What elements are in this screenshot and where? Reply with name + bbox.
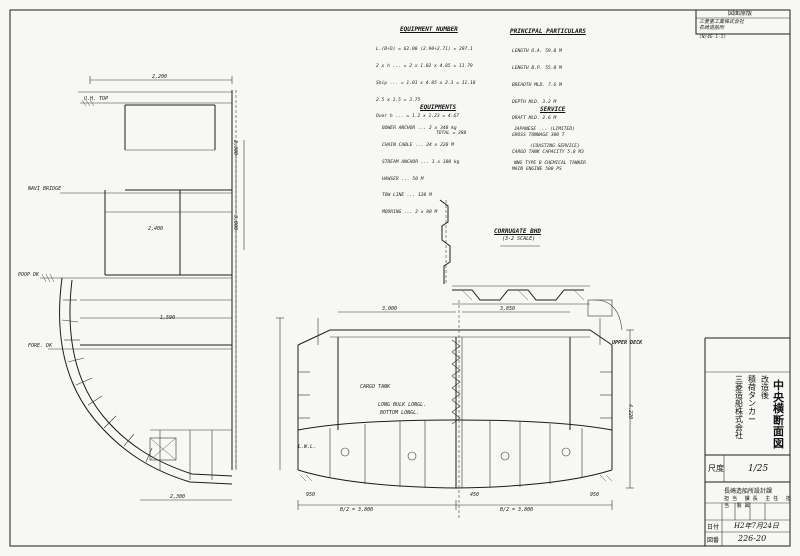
role-row: 担当 課長 主任 担当 製図: [724, 495, 800, 509]
role-2: 課長: [744, 496, 761, 502]
label-dim-4220: 4.220: [627, 404, 633, 420]
label-navi-bridge: NAVI BRIDGE: [28, 186, 62, 192]
label-upper-deck: UPPER DECK: [612, 340, 643, 346]
eq-row: 2 x h ... = 2 x 1.02 x 4.85 = 11.79: [376, 63, 473, 69]
label-dim-2300: 2,300: [232, 140, 238, 156]
label-dim-3800: 3,800: [232, 215, 238, 231]
title-vertical-2: 積荷タンカー: [748, 376, 758, 424]
label-lwl: L.W.L.: [298, 444, 317, 450]
eq-row: 2.5 x 1.5 = 3.75: [376, 97, 421, 103]
drawing-main-title: 中央横断面図: [773, 380, 785, 449]
pp-row: MAIN ENGINE 500 PS: [512, 166, 562, 172]
eqp-row: STREAM ANCHOR ... 1 x 100 kg: [382, 159, 460, 165]
equipments-title: EQUIPMENTS: [420, 104, 457, 111]
pp-row: BREADTH MLD. 7.6 M: [512, 82, 562, 88]
scale-label: 尺度: [708, 464, 724, 473]
label-dim-3000: 3,000: [382, 306, 398, 312]
corrugate-bhd-title: CORRUGATE BHD: [494, 228, 541, 235]
equipment-number-title: EQUIPMENT NUMBER: [400, 26, 458, 33]
stamp-line3: (N/4G-1-1): [699, 35, 727, 40]
label-bottom-longl: BOTTOM LONGL.: [380, 410, 420, 416]
pp-row: LENGTH O.A. 59.0 M: [512, 49, 562, 55]
date-value: H2年7月24日: [734, 522, 779, 530]
label-dim-3850: 3,850: [500, 306, 516, 312]
eqp-row: BOWER ANCHOR ... 2 x 340 kg: [382, 126, 457, 132]
date-label: 日付: [707, 524, 720, 531]
label-dim-950b: 950: [590, 492, 600, 498]
title-vertical-3-text: 改造後: [761, 375, 769, 400]
pp-row: LENGTH B.P. 55.0 M: [512, 65, 562, 71]
equipment-number-rows: L.(B+D) = 62.00 (2.90+2.71) = 207.1 2 x …: [376, 36, 476, 148]
label-dim-450: 450: [470, 492, 480, 498]
label-dim-2200: 2,200: [152, 74, 168, 80]
title-vertical-3: 改造後: [761, 376, 771, 400]
principal-particulars-rows: LENGTH O.A. 59.0 M LENGTH B.P. 55.0 M BR…: [512, 38, 584, 183]
eqp-row: CHAIN CABLE ... 24 x 220 M: [382, 142, 454, 148]
svc-row: JAPANESE ... (LIMITED): [514, 127, 575, 133]
label-fore-dk: FORE. DK: [28, 343, 53, 349]
drawing-no-label: 図番: [707, 537, 720, 544]
label-dim-2300b: 2,300: [170, 494, 186, 500]
pp-row: GROSS TONNAGE 300 T: [512, 133, 565, 139]
equipments-rows: BOWER ANCHOR ... 2 x 340 kg CHAIN CABLE …: [382, 115, 459, 227]
role-1: 担当: [724, 496, 741, 502]
label-half-breadth-left: B/2 = 3,800: [340, 507, 374, 513]
title-vertical-1-text: 三菱造船株式会社: [735, 375, 743, 440]
drawing-main-title-text: 中央横断面図: [773, 379, 784, 450]
principal-particulars-title: PRINCIPAL PARTICULARS: [510, 28, 586, 35]
role-4: 担当: [724, 496, 794, 509]
stamp-title: 図面原版: [728, 10, 753, 17]
company-name: 長崎造船所設計課: [724, 488, 773, 495]
eq-row: TOTAL = 288: [436, 131, 467, 137]
title-vertical-2-text: 積荷タンカー: [748, 375, 756, 424]
eqp-row: MOORING ... 2 x 80 M: [382, 210, 438, 216]
scale-value: 1/25: [748, 464, 769, 474]
corrugate-bhd-scale: (3-2 SCALE): [502, 236, 536, 242]
stamp-line2: 長崎造船所: [699, 25, 725, 31]
svc-row: NNG TYPE B CHEMICAL TANKER: [514, 160, 586, 166]
pp-row: CARGO TANK CAPACITY 5.8 M3: [512, 149, 584, 155]
eq-row: Over h ... = 1.2 x 1.23 = 4.67: [376, 114, 459, 120]
pp-row: DEPTH MLD. 3.2 M: [512, 99, 557, 105]
label-cargo-tank: CARGO TANK: [360, 384, 391, 390]
pp-row: DRAFT MLD. 2.6 M: [512, 116, 557, 122]
label-long-bulk-longl: LONG BULK LONGL.: [378, 402, 427, 408]
label-dim-2400: 2,400: [148, 226, 164, 232]
svc-row: (COASTING SERVICE): [530, 143, 580, 149]
label-half-breadth-right: B/2 = 3,800: [500, 507, 534, 513]
role-5: 製図: [736, 503, 753, 509]
role-3: 主任: [765, 496, 782, 502]
service-rows: JAPANESE ... (LIMITED) (COASTING SERVICE…: [514, 116, 586, 178]
eqp-row: HAWSER ... 50 M: [382, 176, 424, 182]
label-dim-1590: 1,590: [160, 315, 176, 321]
service-title: SERVICE: [540, 106, 566, 113]
drawing-no-value: 226-20: [738, 534, 767, 543]
eq-row: Ship ... = 1.01 x 4.85 x 2.3 = 11.18: [376, 80, 476, 86]
stamp-line1: 三菱重工業株式会社: [699, 19, 745, 25]
label-uh-top: U.H. TOP: [84, 96, 109, 102]
label-dim-950a: 950: [306, 492, 316, 498]
eqp-row: TOW LINE ... 120 M: [382, 193, 432, 199]
eq-row: L.(B+D) = 62.00 (2.90+2.71) = 207.1: [376, 47, 473, 53]
label-poop-dk: POOP DK: [18, 272, 40, 278]
title-vertical-1: 三菱造船株式会社: [735, 376, 745, 440]
